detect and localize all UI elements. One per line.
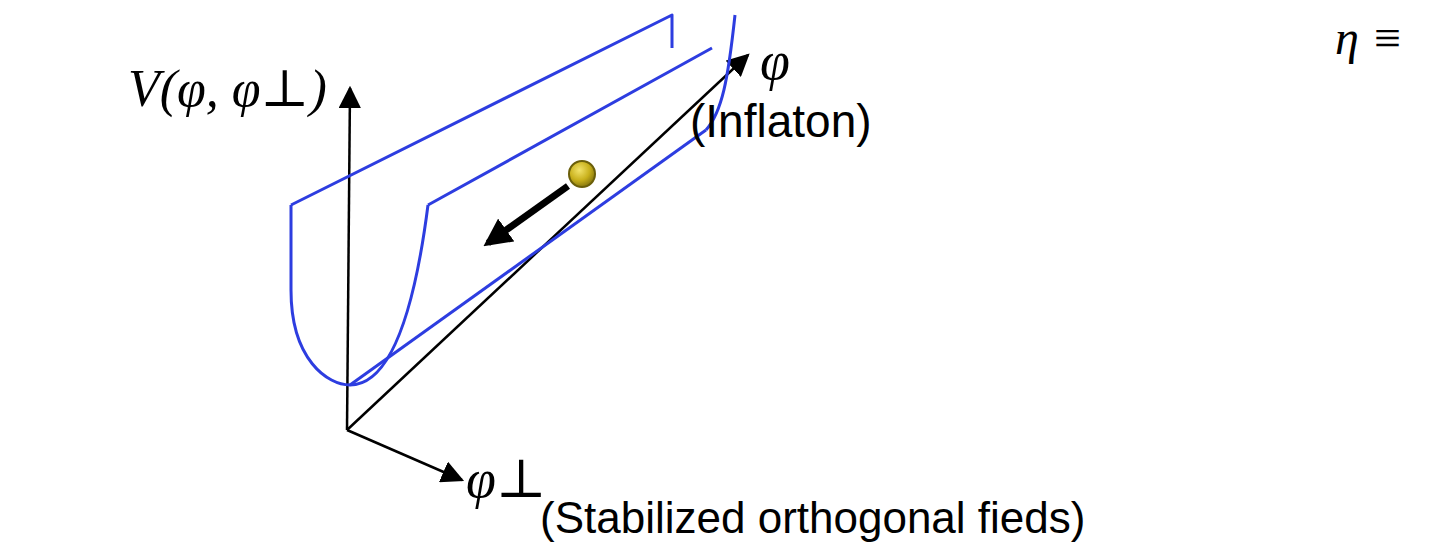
axis-label: φ⊥ [466,450,547,509]
axis-label: φ [760,32,790,91]
trough-potential [291,15,735,385]
trough-inner-rim [428,48,712,205]
axes [347,55,748,480]
axis-caption: (Stabilized orthogonal fieds) [540,494,1085,542]
axis-caption: (Inflaton) [690,96,872,147]
inflaton-axis [347,55,748,430]
trough-valley [350,130,706,385]
orthogonal-axis [347,430,462,480]
potential-label: V(φ, φ⊥) [128,60,327,117]
roll-arrow [488,186,568,243]
potential-axis [347,88,350,430]
inflaton-ball [569,161,595,187]
trough-profile [291,205,428,385]
formula-label: η ≡ [1335,12,1403,65]
